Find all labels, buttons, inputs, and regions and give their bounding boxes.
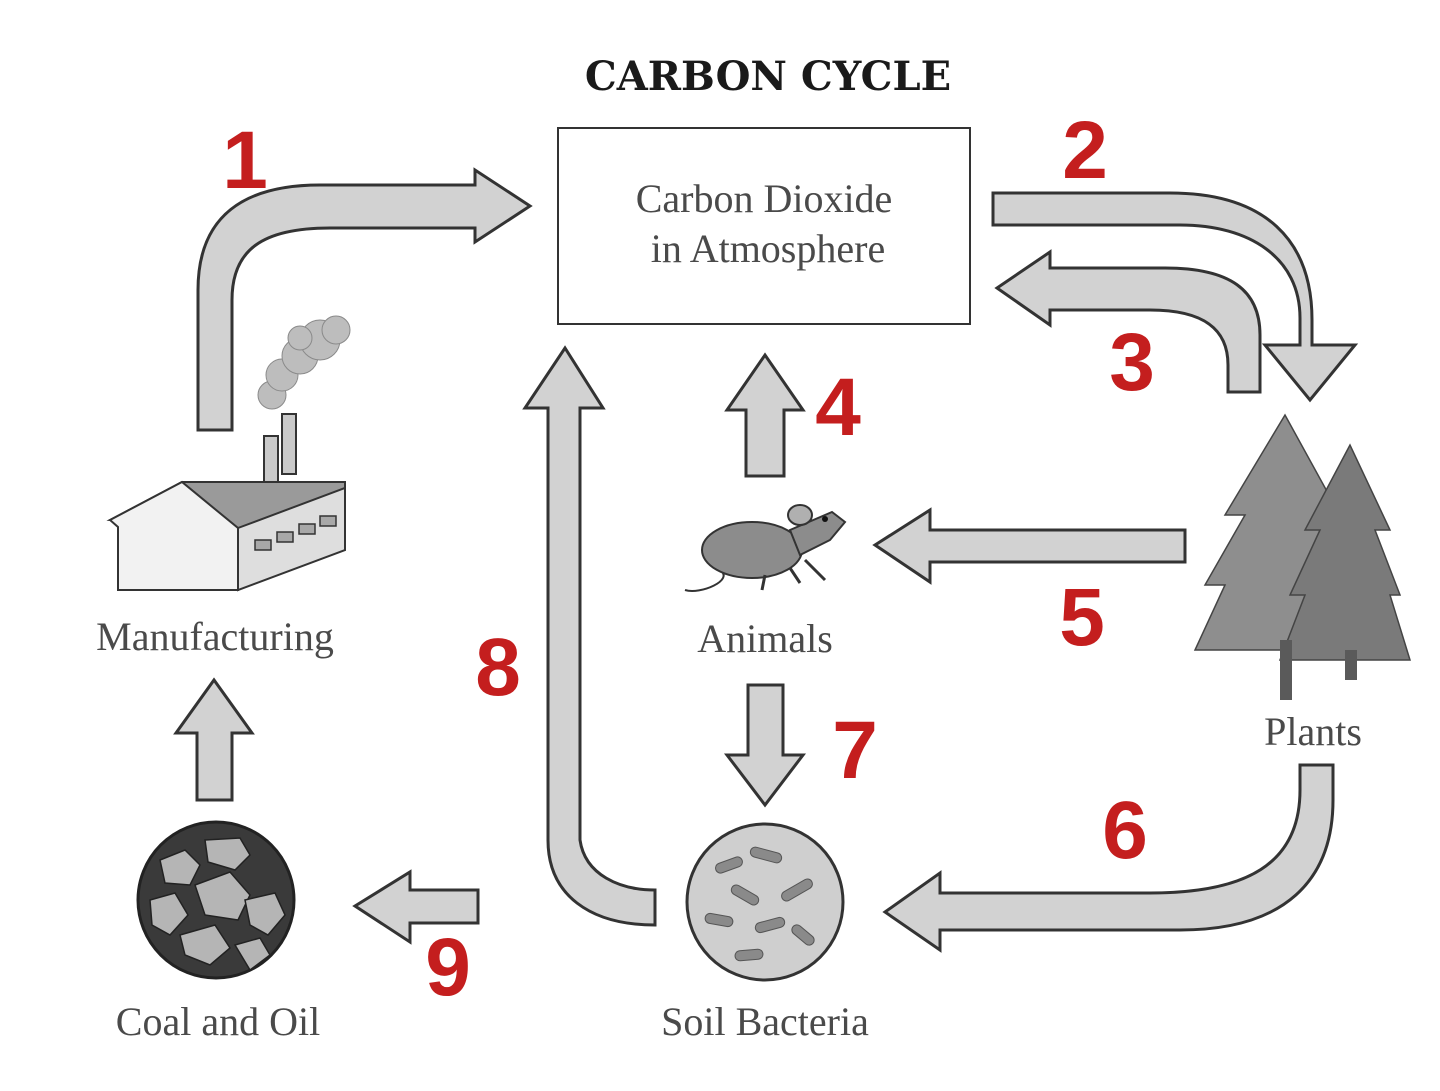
arrow-2-atmosphere-to-plants <box>991 191 1359 403</box>
manufacturing-label: Manufacturing <box>96 614 334 659</box>
number-4: 4 <box>815 362 861 453</box>
arrow-7-animals-to-soil-bacteria <box>723 683 807 808</box>
atmosphere-label-line1: Carbon Dioxide <box>636 176 893 221</box>
arrow-coal-oil-to-manufacturing <box>173 677 255 802</box>
plants-label: Plants <box>1264 709 1362 754</box>
soil-bacteria-label: Soil Bacteria <box>661 999 869 1044</box>
number-8: 8 <box>475 622 521 713</box>
number-5: 5 <box>1059 572 1105 663</box>
atmosphere-node: Carbon Dioxide in Atmosphere <box>557 127 971 325</box>
arrow-5-plants-to-animals <box>872 507 1187 585</box>
number-1: 1 <box>222 115 268 206</box>
arrow-6-plants-to-soil-bacteria <box>882 763 1335 953</box>
bacteria-icon <box>685 822 845 982</box>
coal-oil-icon <box>136 820 296 980</box>
coal-oil-label: Coal and Oil <box>116 999 320 1044</box>
rat-icon <box>684 504 847 592</box>
arrow-3-plants-to-atmosphere <box>994 249 1262 394</box>
number-7: 7 <box>832 705 878 796</box>
diagram-title: CARBON CYCLE <box>585 53 951 100</box>
arrow-8-soil-bacteria-to-atmosphere <box>522 345 657 927</box>
trees-icon <box>1193 413 1412 700</box>
atmosphere-label-line2: in Atmosphere <box>651 226 885 271</box>
factory-icon <box>106 315 351 592</box>
arrow-9-soil-bacteria-to-coal-oil <box>352 869 480 945</box>
number-6: 6 <box>1102 785 1148 876</box>
arrow-1-manufacturing-to-atmosphere <box>196 167 533 432</box>
animals-label: Animals <box>697 616 833 661</box>
arrow-4-animals-to-atmosphere <box>724 352 806 478</box>
number-9: 9 <box>425 922 471 1013</box>
number-3: 3 <box>1109 317 1155 408</box>
number-2: 2 <box>1062 105 1108 196</box>
